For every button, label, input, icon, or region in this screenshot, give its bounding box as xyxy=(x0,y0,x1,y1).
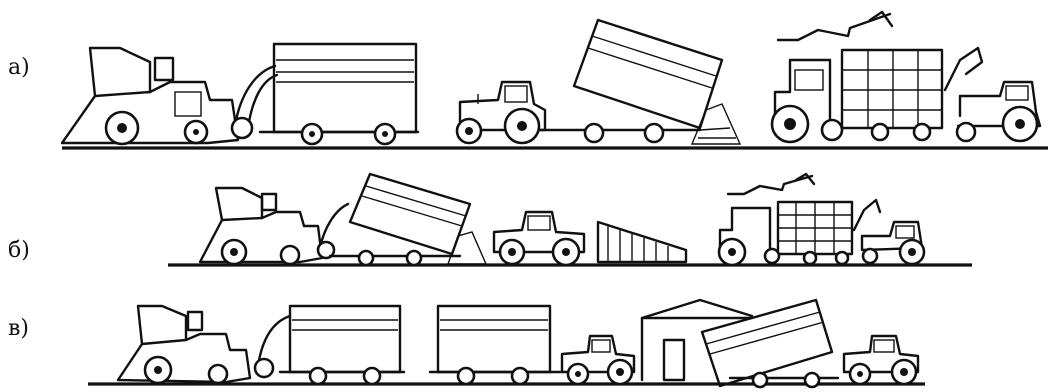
tractor-a xyxy=(457,82,545,143)
bale-loader-a xyxy=(772,12,1040,142)
bale-loader-b xyxy=(719,174,924,265)
forage-harvester-v xyxy=(118,306,290,383)
row-b-scene xyxy=(168,174,972,265)
tipping-trailer-v xyxy=(702,300,838,387)
row-v-scene xyxy=(88,300,925,387)
hay-ramp-b xyxy=(598,222,686,262)
tipping-trailer-b xyxy=(330,174,486,265)
trailer-box-a xyxy=(260,44,418,144)
forage-harvester-b xyxy=(200,188,348,264)
tractor-v1 xyxy=(562,336,634,384)
tipping-trailer-a xyxy=(540,20,740,144)
tractor-v2 xyxy=(844,336,918,384)
barn-v xyxy=(642,300,752,380)
trailer-box-v2 xyxy=(430,306,562,384)
row-a-scene xyxy=(62,12,1048,148)
trailer-box-v1 xyxy=(280,306,404,384)
tractor-b xyxy=(494,212,584,265)
forage-harvester-a xyxy=(62,48,277,144)
